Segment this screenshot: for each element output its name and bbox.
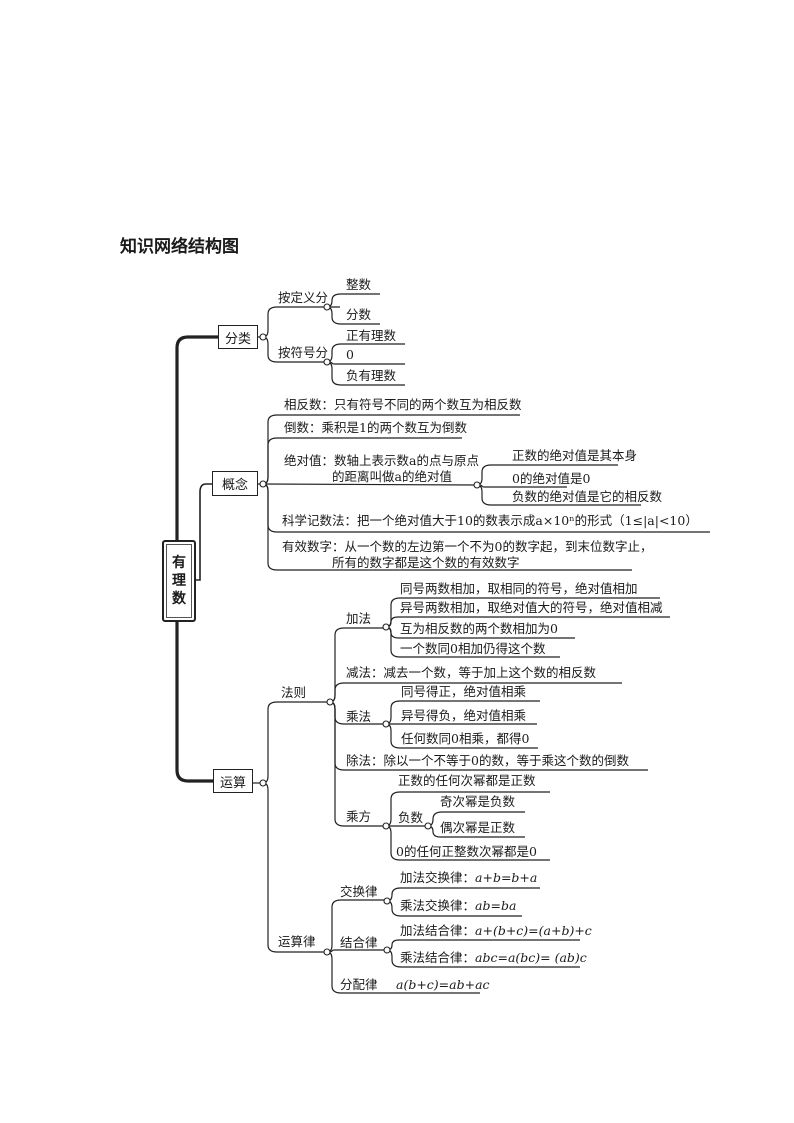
leaf-fraction: 分数 [346, 307, 372, 322]
branch-line [262, 701, 330, 784]
power-positive: 正数的任何次幂都是正数 [398, 773, 536, 788]
abs-zero: 0的绝对值是0 [512, 471, 591, 486]
multiplication-rule: 异号得负，绝对值相乘 [401, 708, 527, 723]
power-negative-odd: 奇次幂是负数 [440, 794, 516, 809]
leaf-zero: 0 [346, 347, 354, 362]
node-multiplication: 乘法 [346, 709, 372, 724]
node-commutative: 交换律 [340, 884, 378, 899]
node-addition: 加法 [346, 611, 372, 626]
concept-scientific-notation: 科学记数法：把一个绝对值大于10的数表示成a×10ⁿ的形式（1≤|a|<10） [282, 513, 698, 528]
branch-line [262, 782, 327, 953]
node-laws: 运算律 [278, 934, 316, 949]
node-rules: 法则 [281, 685, 307, 700]
concept-opposite: 相反数：只有符号不同的两个数互为相反数 [284, 397, 522, 412]
node-junction [259, 480, 267, 488]
node-concepts: 概念 [212, 471, 258, 496]
law-distributive-formula: a(b+c)=ab+ac [396, 977, 490, 992]
leaf-positive-rational: 正有理数 [346, 328, 397, 343]
node-junction [323, 358, 331, 366]
node-junction [383, 946, 391, 954]
concept-significant-line2: 所有的数字都是这个数的有效数字 [332, 555, 520, 570]
node-power-negative: 负数 [398, 810, 424, 825]
branch-line [326, 343, 405, 363]
concept-significant-line1: 有效数字：从一个数的左边第一个不为0的数字起，到末位数字止， [282, 539, 653, 554]
node-classification: 分类 [218, 325, 258, 349]
root-char: 有 [172, 555, 186, 571]
concept-absolute-line2: 的距离叫做a的绝对值 [332, 469, 452, 484]
root-char: 数 [172, 591, 186, 607]
node-operations: 运算 [213, 769, 253, 793]
node-distributive: 分配律 [340, 977, 378, 992]
branch-line [386, 939, 580, 951]
node-junction [323, 303, 331, 311]
node-by-sign: 按符号分 [278, 345, 329, 360]
law-add-commutative: 加法交换律：a+b=b+a [400, 870, 538, 885]
spine-line [175, 618, 213, 783]
concept-reciprocal: 倒数：乘积是1的两个数互为倒数 [284, 420, 467, 435]
branch-line [262, 306, 340, 338]
node-junction [323, 948, 331, 956]
node-junction [259, 333, 267, 341]
law-add-associative: 加法结合律：a+(b+c)=(a+b)+c [400, 923, 592, 938]
node-junction [382, 623, 390, 631]
node-junction [382, 720, 390, 728]
node-junction [473, 481, 481, 489]
node-by-definition: 按定义分 [278, 290, 329, 305]
leaf-integer: 整数 [346, 277, 372, 292]
rule-subtraction: 减法：减去一个数，等于加上这个数的相反数 [346, 665, 597, 680]
node-associative: 结合律 [340, 935, 378, 950]
abs-positive: 正数的绝对值是其本身 [512, 448, 638, 463]
node-junction [424, 822, 432, 830]
addition-rule: 互为相反数的两个数相加为0 [400, 621, 558, 636]
addition-rule: 同号两数相加，取相同的符号，绝对值相加 [400, 581, 638, 596]
branch-line [326, 293, 380, 308]
node-junction [326, 698, 334, 706]
branch-line [262, 483, 478, 486]
abs-negative: 负数的绝对值是它的相反数 [512, 489, 663, 504]
multiplication-rule: 同号得正，绝对值相乘 [401, 684, 527, 699]
law-mul-commutative: 乘法交换律：ab=ba [400, 898, 517, 913]
power-negative-even: 偶次幂是正数 [440, 820, 516, 835]
root-node-rational-numbers: 有 理 数 [162, 540, 196, 622]
addition-rule: 一个数同0相加仍得这个数 [400, 641, 546, 656]
addition-rule: 异号两数相加，取绝对值大的符号，绝对值相减 [400, 600, 663, 615]
node-junction [382, 822, 390, 830]
branch-line [326, 361, 405, 365]
concept-absolute-line1: 绝对值：数轴上表示数a的点与原点 [284, 453, 479, 468]
leaf-negative-rational: 负有理数 [346, 368, 397, 383]
rule-division: 除法：除以一个不等于0的数，等于乘这个数的倒数 [346, 753, 629, 768]
spine-line [192, 483, 212, 581]
branch-line [326, 949, 387, 953]
page-title: 知识网络结构图 [120, 237, 239, 257]
multiplication-rule: 任何数同0相乘，都得0 [401, 731, 530, 746]
root-char: 理 [172, 573, 186, 589]
law-mul-associative: 乘法结合律：abc=a(bc)= (ab)c [400, 950, 587, 965]
power-zero: 0的任何正整数次幂都是0 [396, 844, 537, 859]
spine-line [175, 335, 218, 540]
node-junction [383, 897, 391, 905]
node-power: 乘方 [346, 809, 372, 824]
node-junction [259, 779, 267, 787]
